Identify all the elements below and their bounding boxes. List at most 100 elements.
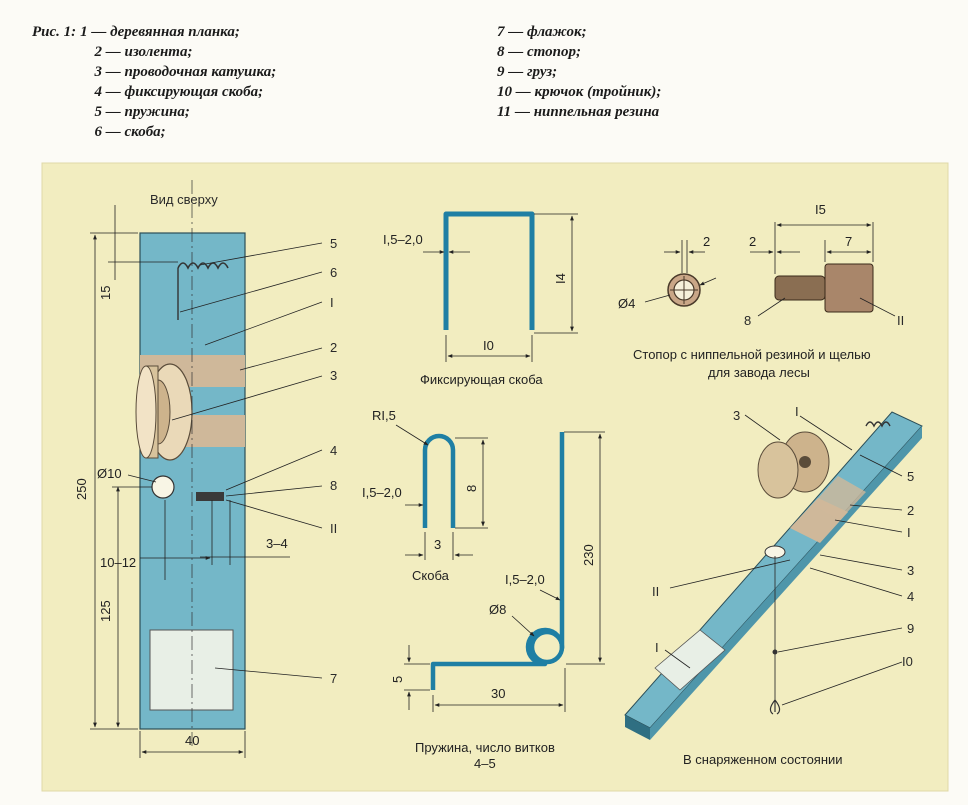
callout-leader: [859, 454, 903, 477]
top-view-title: Вид сверху: [150, 192, 218, 207]
legend-item: 7 — флажок;: [497, 24, 587, 40]
dim-staple-height: 8: [464, 485, 479, 492]
hole: [151, 475, 175, 499]
assembled-board-side: [625, 715, 650, 740]
callout-leader: [809, 567, 903, 597]
legend-item: Рис. 1:1 — деревянная планка;: [32, 24, 240, 40]
assembled-callout-5: 5: [907, 469, 914, 484]
legend-item: 5 — пружина;: [94, 104, 190, 120]
leader-line: [127, 474, 157, 483]
callout-leader: [171, 375, 323, 421]
dim-top: 15: [98, 286, 113, 300]
legend-item: 10 — крючок (тройник);: [497, 84, 662, 100]
legend-item: 4 — фиксирующая скоба;: [94, 84, 264, 100]
dim-spring-length: 30: [491, 686, 505, 701]
top-view: Вид сверху 250 15: [74, 180, 337, 758]
flag: [149, 629, 234, 711]
dim-stopper-total: I5: [815, 202, 826, 217]
dim-stopper-front: 2: [703, 234, 710, 249]
assembled-reel-side: [757, 441, 799, 499]
stopper: 2 Ø4 I5 2 7 8 II Стопор с ниппельной рез…: [618, 202, 904, 380]
spring-caption-line2: 4–5: [474, 756, 496, 771]
callout-leader: [664, 649, 691, 669]
sinker: [772, 649, 778, 655]
fixing-bracket-caption: Фиксирующая скоба: [420, 372, 543, 387]
dim-gap: 3–4: [266, 536, 288, 551]
callout-leader: [781, 661, 903, 706]
callout-leader: [799, 415, 853, 451]
stopper-body: [774, 275, 826, 301]
callout-leader: [777, 627, 903, 653]
assembled-callout-11: II: [652, 584, 659, 599]
leader-line: [539, 589, 561, 601]
bracket-wire: [443, 211, 535, 330]
callout-leader: [859, 297, 896, 317]
reel: [135, 363, 193, 461]
assembled-callout-9: 9: [907, 621, 914, 636]
staple-wire: [422, 433, 456, 528]
nipple-rubber: [824, 263, 874, 313]
callout-1: I: [330, 295, 334, 310]
callout-leader: [757, 297, 786, 317]
legend-item: 2 — изолента;: [94, 44, 193, 60]
callout-leader: [225, 485, 323, 497]
callout-8: 8: [330, 478, 337, 493]
dim-bracket-height: I4: [553, 273, 568, 284]
callout-11: II: [330, 521, 337, 536]
callout-2: 2: [330, 340, 337, 355]
figure-label: Рис. 1:: [32, 24, 77, 40]
treble-hook: [769, 699, 781, 715]
callout-leader: [214, 667, 323, 679]
spring-caption-line1: Пружина, число витков: [415, 740, 555, 755]
stopper-caption-line1: Стопор с ниппельной резиной и щелью: [633, 347, 871, 362]
fixing-bracket: I,5–2,0 I4 I0 Фиксирующая скоба: [383, 211, 578, 387]
callout-5: 5: [330, 236, 337, 251]
legend-left: Рис. 1:1 — деревянная планка; 2 — изолен…: [32, 22, 276, 142]
callout-4: 4: [330, 443, 337, 458]
callout-leader: [204, 301, 323, 346]
dim-staple-wire: I,5–2,0: [362, 485, 402, 500]
assembled-view: 3 I 5 2 I 3 4 II 9 I I0 В снаряженном со…: [624, 404, 923, 767]
assembled-callout-3: 3: [733, 408, 740, 423]
spring-coil-loop: [529, 629, 565, 665]
staple-caption: Скоба: [412, 568, 450, 583]
dim-bracket-wire: I,5–2,0: [383, 232, 423, 247]
assembled-callout-1c: I: [655, 640, 659, 655]
stopper-callout-11: II: [897, 313, 904, 328]
dim-total-length: 250: [74, 478, 89, 500]
callout-leader: [744, 414, 781, 441]
dim-width: 40: [185, 733, 199, 748]
assembled-callout-1: I: [795, 404, 799, 419]
dim-lower: 125: [98, 600, 113, 622]
stopper-callout-8: 8: [744, 313, 751, 328]
callout-leader: [225, 499, 323, 529]
dim-offset: 10–12: [100, 555, 136, 570]
dim-staple-radius: RI,5: [372, 408, 396, 423]
leader-line: [395, 424, 429, 446]
callout-leader: [239, 347, 323, 371]
assembled-caption: В снаряженном состоянии: [683, 752, 843, 767]
spring: 230 I,5–2,0 Ø8 5 30 Пружина, число витко…: [390, 431, 605, 771]
dim-spring-foot: 5: [390, 676, 405, 683]
dim-stopper-right: 7: [845, 234, 852, 249]
assembled-spring: [865, 421, 891, 428]
stopper-caption-line2: для завода лесы: [708, 365, 810, 380]
assembled-callout-2: 2: [907, 503, 914, 518]
leader-line: [511, 615, 535, 637]
callout-leader: [199, 242, 323, 266]
callout-leader: [225, 449, 323, 491]
dim-spring-height: 230: [581, 544, 596, 566]
leader-line: [644, 294, 671, 303]
dim-stopper-left: 2: [749, 234, 756, 249]
dim-staple-width: 3: [434, 537, 441, 552]
callout-3: 3: [330, 368, 337, 383]
callout-6: 6: [330, 265, 337, 280]
assembled-reel-hub: [799, 456, 811, 468]
dim-stopper-diameter: Ø4: [618, 296, 635, 311]
assembled-tape: [812, 476, 866, 520]
callout-leader: [669, 559, 791, 589]
leader-line: [699, 277, 717, 286]
assembled-callout-10: I0: [902, 654, 913, 669]
stopper-on-board: [196, 492, 224, 501]
